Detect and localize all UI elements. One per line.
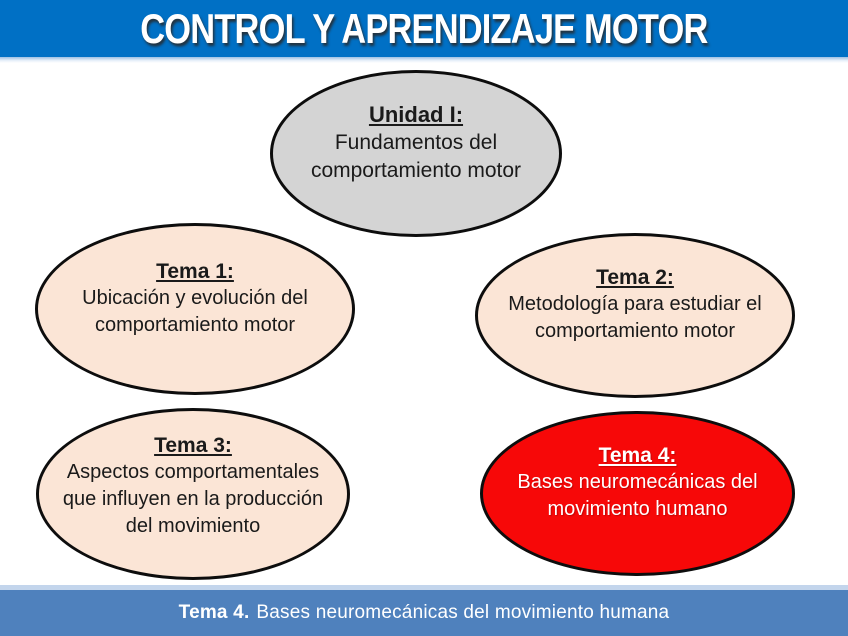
ellipse-tema-1-line: Ubicación y evolución del	[82, 286, 308, 309]
ellipse-tema-2-heading: Tema 2:	[596, 266, 674, 289]
ellipse-tema-2-line: Metodología para estudiar el	[508, 293, 762, 315]
ellipse-tema-2: Tema 2: Metodología para estudiar el com…	[475, 233, 795, 398]
footer-divider	[0, 585, 848, 590]
title-divider	[0, 57, 848, 63]
ellipse-tema-3-line: que influyen en la producción	[62, 488, 324, 510]
ellipse-tema-4-line: movimiento humano	[547, 498, 728, 520]
ellipse-tema-1: Tema 1: Ubicación y evolución del compor…	[35, 223, 355, 395]
footer-bar: Tema 4. Bases neuromecánicas del movimie…	[0, 590, 848, 636]
ellipse-unidad-1: Unidad I: Fundamentos del comportamiento…	[270, 70, 562, 237]
slide-title: CONTROL Y APRENDIZAJE MOTOR	[140, 4, 708, 52]
ellipse-tema-4: Tema 4: Bases neuromecánicas del movimie…	[480, 411, 795, 576]
ellipse-tema-4-heading: Tema 4:	[598, 444, 677, 467]
ellipse-tema-1-line: comportamiento motor	[94, 313, 296, 336]
title-bar: CONTROL Y APRENDIZAJE MOTOR	[0, 0, 848, 57]
ellipse-unidad-1-heading: Unidad I:	[368, 102, 464, 127]
ellipse-tema-2-line: comportamiento motor	[534, 320, 736, 342]
ellipse-tema-4-line: Bases neuromecánicas del	[517, 471, 758, 493]
ellipse-unidad-1-line: comportamiento motor	[310, 159, 522, 182]
ellipse-tema-3-line: Aspectos comportamentales	[66, 461, 320, 483]
ellipse-tema-3-line: del movimiento	[125, 515, 261, 537]
ellipse-tema-3: Tema 3: Aspectos comportamentales que in…	[36, 408, 350, 580]
footer-topic-label: Tema 4.	[178, 602, 250, 623]
ellipse-tema-1-heading: Tema 1:	[156, 259, 234, 283]
ellipse-tema-3-heading: Tema 3:	[154, 434, 232, 457]
footer-topic-title: Bases neuromecánicas del movimiento huma…	[256, 602, 670, 623]
ellipse-unidad-1-line: Fundamentos del	[334, 131, 498, 154]
